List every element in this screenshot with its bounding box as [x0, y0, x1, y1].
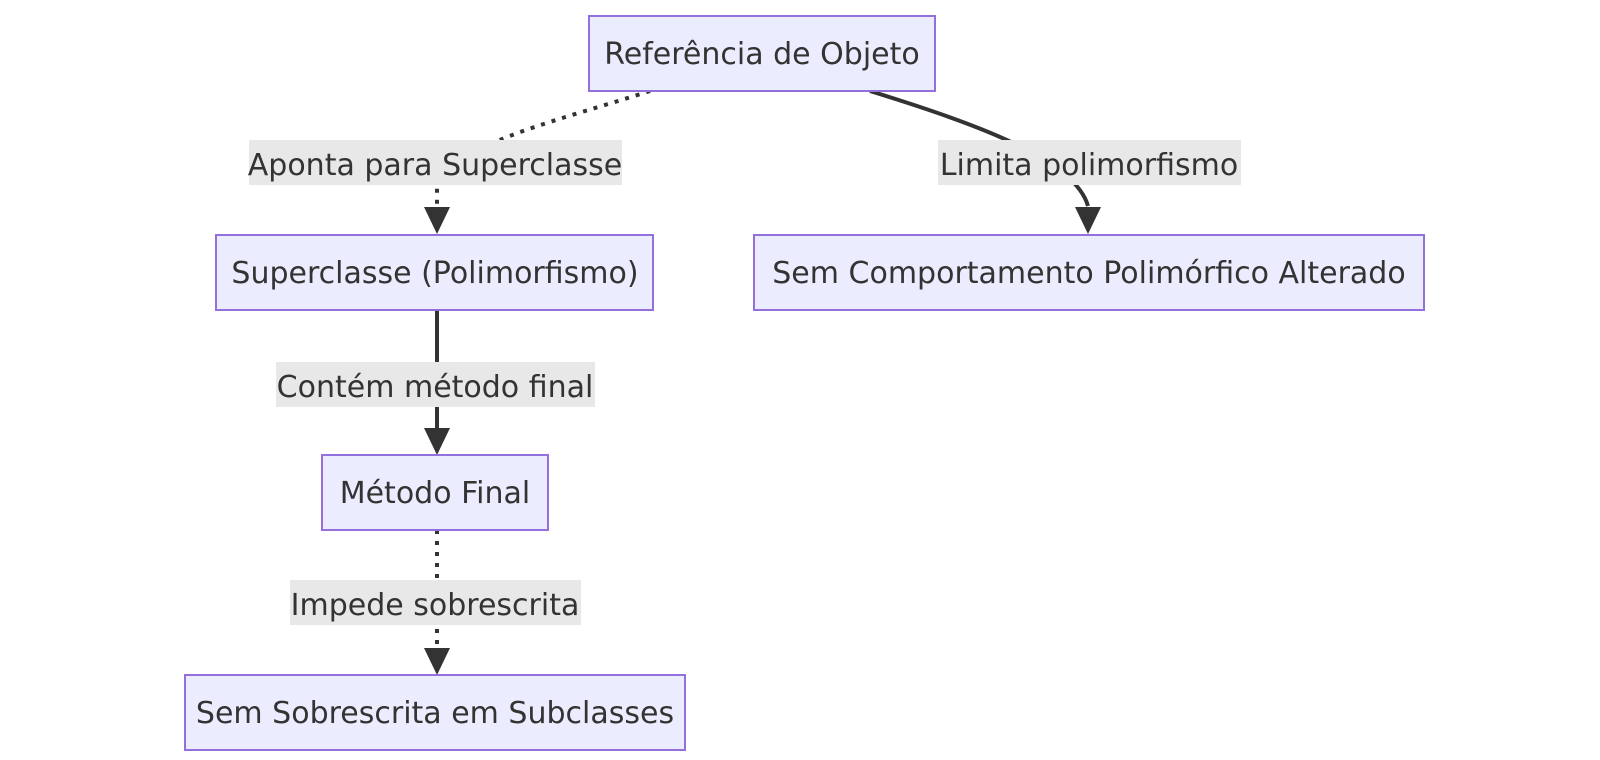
node-superclass[interactable]: Superclasse (Polimorfismo) [215, 234, 654, 311]
arrowhead-objref-to-superclass [424, 207, 450, 234]
node-no-override-label: Sem Sobrescrita em Subclasses [196, 696, 674, 731]
node-object-reference-label: Referência de Objeto [604, 37, 919, 72]
node-no-override[interactable]: Sem Sobrescrita em Subclasses [184, 674, 686, 751]
node-no-polymorphic-change[interactable]: Sem Comportamento Polimórfico Alterado [753, 234, 1425, 311]
arrowhead-finalmethod-to-nooverride [424, 648, 450, 675]
node-superclass-label: Superclasse (Polimorfismo) [231, 256, 638, 291]
node-object-reference[interactable]: Referência de Objeto [588, 15, 936, 92]
edge-label-aponta-text: Aponta para Superclasse [248, 148, 622, 183]
node-final-method-label: Método Final [340, 476, 531, 511]
arrowhead-objref-to-nopoly [1075, 207, 1101, 234]
arrowhead-superclass-to-finalmethod [424, 428, 450, 455]
node-no-polymorphic-change-label: Sem Comportamento Polimórfico Alterado [772, 256, 1405, 291]
edge-label-contem: Contém método final [276, 362, 595, 407]
edge-label-impede-text: Impede sobrescrita [291, 588, 580, 623]
edge-label-aponta: Aponta para Superclasse [248, 140, 622, 185]
edge-label-contem-text: Contém método final [277, 370, 594, 405]
edge-label-limita-text: Limita polimorfismo [940, 148, 1238, 183]
edge-label-impede: Impede sobrescrita [290, 580, 581, 625]
node-final-method[interactable]: Método Final [321, 454, 549, 531]
edge-label-limita: Limita polimorfismo [938, 140, 1241, 185]
